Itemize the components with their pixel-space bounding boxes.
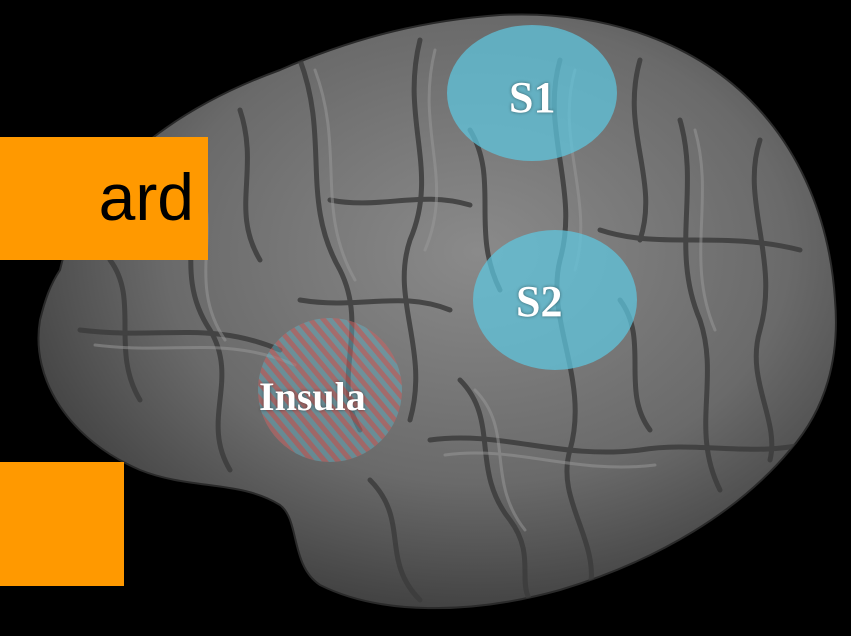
orange-block	[0, 462, 124, 586]
s2-label: S2	[516, 276, 562, 327]
orange-label-box: ard	[0, 137, 208, 260]
s1-label: S1	[509, 72, 555, 123]
brain-outline	[38, 14, 835, 608]
insula-label: Insula	[259, 373, 366, 420]
orange-box-text: ard	[99, 159, 194, 235]
